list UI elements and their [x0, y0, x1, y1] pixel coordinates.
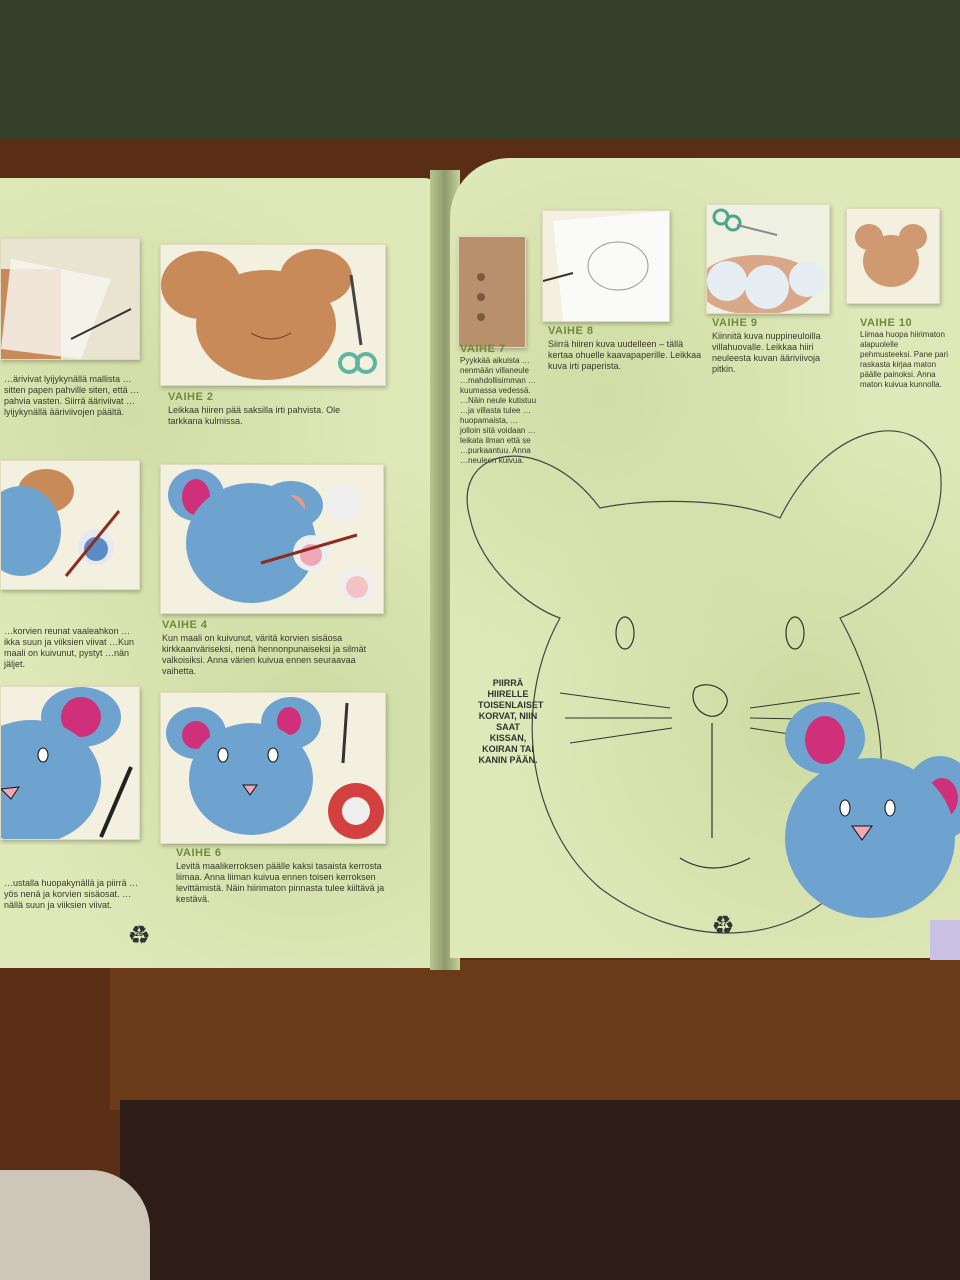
step2-text: VAIHE 2 Leikkaa hiiren pää saksilla irti…: [168, 392, 348, 427]
step6-title: VAIHE 6: [176, 847, 222, 859]
step10-title: VAIHE 10: [860, 317, 913, 329]
step6-text: VAIHE 6 Levitä maalikerroksen päälle kak…: [176, 848, 396, 905]
step2-title: VAIHE 2: [168, 391, 214, 403]
finished-mousepad-image: [785, 702, 960, 918]
step3-photo: [0, 460, 140, 590]
green-fabric-background: [0, 0, 960, 160]
drawn-face-image: [1, 687, 133, 839]
step8-title: VAIHE 8: [548, 325, 594, 337]
recycle-icon: ♻26: [124, 920, 154, 950]
dark-fabric: [120, 1100, 960, 1280]
step7-photo: [458, 236, 526, 348]
painted-mouse-image: [1, 469, 121, 577]
step2-photo: [160, 244, 386, 386]
step10-text: VAIHE 10 Liimaa huopa hiirimaton alapuol…: [860, 318, 952, 390]
step9-text: VAIHE 9 Kiinnitä kuva nuppineuloilla vil…: [712, 318, 836, 375]
step6-photo: [160, 692, 386, 844]
step8-text: VAIHE 8 Siirrä hiiren kuva uudelleen – t…: [548, 326, 708, 372]
step9-photo: [706, 204, 830, 314]
step10-photo: [846, 208, 940, 304]
light-cloth: [0, 1170, 150, 1280]
painted-ears-image: [168, 469, 375, 603]
step4-text: VAIHE 4 Kun maali on kuivunut, väritä ko…: [162, 620, 382, 677]
step5-text: …ustalla huopakynällä ja piirrä …yös nen…: [4, 878, 139, 910]
wool-sweater-image: [459, 237, 525, 347]
page-edge: [930, 920, 960, 960]
pencil-icon: [349, 274, 363, 346]
finished-mouse-image: [166, 697, 384, 839]
page-number-left: 26: [135, 931, 143, 938]
left-page: …ärivivat lyijykynällä mallista …sitten …: [0, 178, 440, 968]
corduroy-fabric: [110, 960, 960, 1110]
tracing-paper-image: [1, 259, 132, 359]
step1-photo: [0, 238, 140, 360]
felt-mouse-image: [855, 224, 927, 287]
paintbrush-icon: [64, 510, 121, 577]
recycle-icon-right: ♻27: [708, 910, 738, 940]
step4-photo: [160, 464, 384, 614]
felt-cutting-image: [707, 208, 825, 313]
step9-title: VAIHE 9: [712, 317, 758, 329]
pattern-paper-image: [543, 211, 669, 321]
step1-text: …ärivivat lyijykynällä mallista …sitten …: [4, 374, 140, 417]
step4-title: VAIHE 4: [162, 619, 208, 631]
cardboard-mouse-image: [161, 249, 377, 380]
drawing-tip: PIIRRÄ HIIRELLE TOISENLAISET KORVAT, NII…: [478, 678, 544, 765]
step8-photo: [542, 210, 670, 322]
step7-title: VAIHE 7: [460, 343, 506, 355]
page-number-right: 27: [719, 921, 727, 928]
right-page: VAIHE 7 Pyykkää aikuista …nenmään villan…: [450, 158, 960, 958]
step3-text: …korvien reunat vaaleahkon …ikka suun ja…: [4, 626, 135, 669]
step5-photo: [0, 686, 140, 840]
